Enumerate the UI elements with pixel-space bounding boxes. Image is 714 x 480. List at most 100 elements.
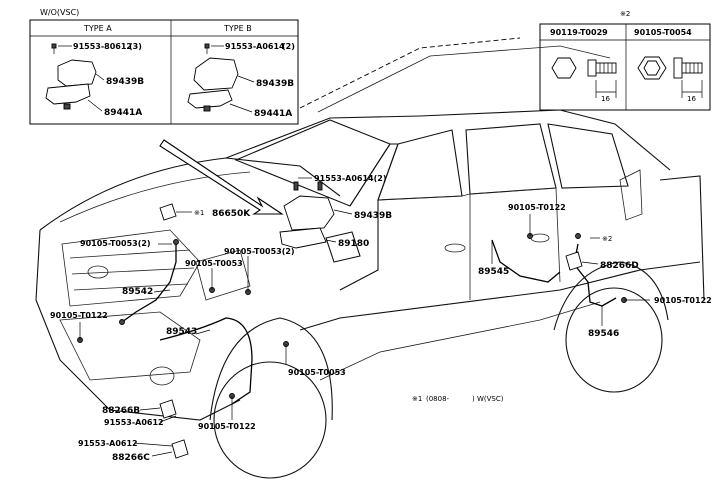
leader-line: [133, 442, 173, 447]
hood-line: [39, 157, 341, 231]
label-90105-t0122-bottom: 90105-T0122: [198, 422, 256, 431]
hardware-right-part: 90105-T0054: [634, 28, 692, 37]
type-a-bracket-leader: [95, 73, 105, 81]
bolt-head-icon: [587, 59, 597, 77]
label-89546: 89546: [588, 329, 619, 339]
quarter-window: [547, 123, 629, 189]
leader-line: [581, 261, 599, 265]
label-88266d: 88266D: [600, 261, 639, 271]
label-89542: 89542: [122, 287, 153, 297]
roof-line: [225, 109, 671, 171]
label-91553-a0612-b: 91553-A0612: [78, 439, 138, 448]
windshield: [234, 119, 391, 207]
rear-door-window: [465, 123, 557, 195]
label-86650k: 86650K: [212, 209, 251, 219]
footnote-close: ) W(VSC): [472, 395, 504, 403]
type-a-sensor-leader: [87, 99, 103, 112]
harness-89545: [491, 239, 561, 283]
rear-door-handle: [530, 233, 550, 243]
label-90105-t0122-top: 90105-T0122: [508, 203, 566, 212]
leader-line: [325, 239, 337, 243]
label-90105-t0122-left: 90105-T0122: [50, 311, 108, 320]
flange-bolt-thread-icon: [681, 62, 703, 74]
clip-icon: [119, 319, 125, 325]
pointer-arrow: [159, 139, 284, 215]
type-b-bolt-qty: (2): [282, 42, 295, 51]
label-89543: 89543: [166, 327, 197, 337]
type-a-sensor-icon: [45, 83, 91, 105]
hardware-right-dim: 16: [687, 95, 696, 103]
footnote-mark: ※1: [412, 395, 422, 403]
label-88266c: 88266C: [112, 453, 150, 463]
label-91553-a0612-a: 91553-A0612: [104, 418, 164, 427]
front-fascia: [35, 229, 241, 421]
tail-light: [619, 169, 643, 221]
front-speed-sensor-88266c: [171, 439, 189, 459]
leader-line: [159, 415, 177, 423]
front-speed-sensor-88266b: [159, 399, 177, 419]
type-a-bracket-part: 89439B: [106, 77, 144, 87]
type-b-bolt-part: 91553-A0614: [225, 42, 285, 51]
yaw-sensor-bracket: [283, 195, 335, 231]
type-a-bolt-qty: (3): [129, 42, 142, 51]
clip-icon: [575, 233, 581, 239]
grille-bar: [69, 249, 191, 259]
footnote: ※1 (0808- ) W(VSC): [412, 395, 504, 403]
type-b-sensor-part: 89441A: [254, 109, 292, 119]
inset-frame: [29, 19, 299, 125]
hood-crease: [59, 171, 251, 223]
variant-label: W/O(VSC): [40, 8, 79, 17]
leader-lines: [79, 177, 650, 457]
type-b-bracket-part: 89439B: [256, 79, 294, 89]
harness-89546: [573, 243, 617, 307]
grille: [61, 229, 201, 307]
type-b-sensor-leader: [229, 103, 253, 113]
front-wheel-arch: [209, 317, 333, 421]
bolt-thread-icon: [595, 62, 617, 74]
label-86650k-mark: ※1: [194, 209, 204, 217]
hardware-vsc-mark: ※2: [620, 10, 630, 18]
label-91553-a0614: 91553-A0614(2): [314, 174, 387, 183]
horn-86650k: [159, 203, 177, 221]
yaw-rate-sensor: [279, 227, 327, 249]
type-b-sensor-icon: [187, 89, 233, 109]
front-wheel: [213, 361, 327, 479]
hardware-left-dim: 16: [601, 95, 610, 103]
front-door-handle: [444, 243, 466, 253]
type-inset: W/O(VSC) TYPE A TYPE B 91553-80612 (3) 8…: [29, 8, 299, 125]
yaw-sensor-bolt: [293, 181, 299, 191]
fog-lamp: [149, 366, 175, 386]
label-89439b: 89439B: [354, 211, 392, 221]
type-a-sensor-connector: [63, 103, 71, 110]
label-90105-t0053-2: 90105-T0053(2): [80, 239, 151, 248]
flange-bolt-head-icon: [673, 57, 683, 79]
type-b-bracket-leader: [237, 75, 255, 83]
type-a-panel: 91553-80612 (3) 89439B 89441A: [45, 42, 144, 118]
label-2-mark: ※2: [602, 235, 612, 243]
bumper-lower: [59, 311, 201, 381]
rocker-panel: [319, 301, 601, 381]
type-b-sensor-connector: [203, 105, 211, 112]
components: [77, 181, 627, 459]
rear-wheel: [565, 287, 663, 393]
leader-line: [139, 407, 161, 411]
type-b-panel: 91553-A0614 (2) 89439B 89441A: [187, 42, 295, 119]
type-b-bracket-icon: [193, 57, 239, 91]
side-mirror: [325, 231, 361, 263]
hex-nut-icon: [551, 57, 577, 79]
harness-89542: [121, 244, 177, 323]
type-b-title: TYPE B: [223, 24, 252, 33]
type-b-bolt-icon: [204, 43, 210, 49]
body-sill: [299, 261, 701, 331]
type-a-sensor-part: 89441A: [104, 108, 142, 118]
emblem-icon: [87, 265, 109, 279]
label-89180: 89180: [338, 239, 369, 249]
leader-line: [333, 209, 353, 215]
label-90105-t0053-mid: 90105-T0053: [185, 259, 243, 268]
clip-icon: [173, 239, 179, 245]
leader-line: [151, 451, 173, 457]
flange-nut-inner: [643, 60, 661, 76]
yaw-sensor-bolt: [317, 181, 323, 191]
label-90105-t0122-right: 90105-T0122: [654, 296, 712, 305]
